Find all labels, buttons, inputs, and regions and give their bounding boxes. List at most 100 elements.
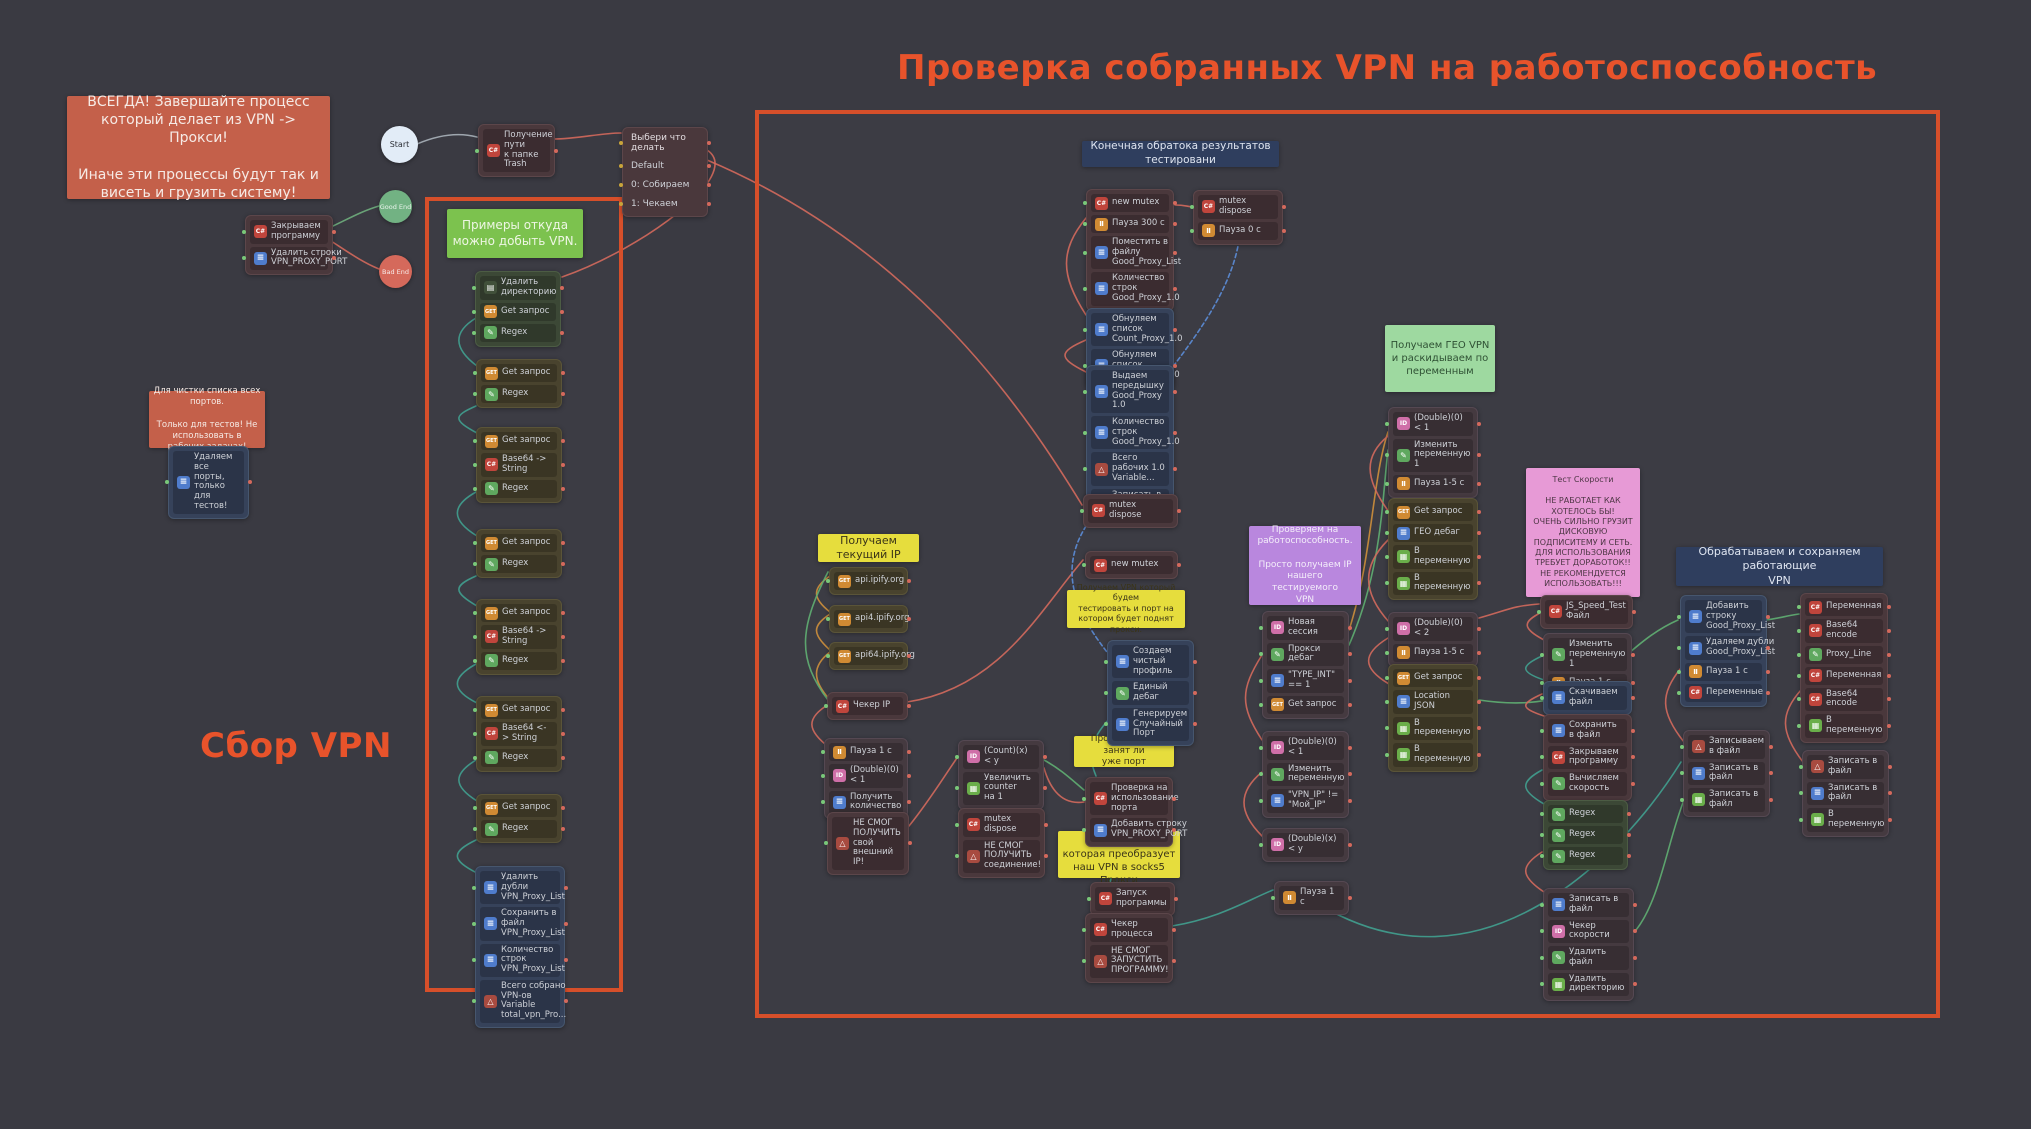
node-group-profile-port[interactable]: ≡Создаем чистый профиль✎Единый дебаг≡Ген… — [1104, 640, 1197, 747]
node-row-speed-cleanup-3[interactable]: ▦Удалить директорию — [1540, 972, 1637, 997]
node-group-process-checker[interactable]: C#Чекер процесса△НЕ СМОГ ЗАПУСТИТЬ ПРОГР… — [1082, 913, 1176, 983]
node-group-ip-checker[interactable]: C#Чекер IP — [824, 692, 911, 720]
node-group-launch-program[interactable]: C#Запуск программы — [1087, 882, 1178, 916]
node-row-save-left-write-2[interactable]: ▦Записать в файл — [1680, 788, 1773, 812]
node-row-speed-cleanup-0[interactable]: ≡Записать в файл — [1540, 893, 1637, 917]
node-row-collect-6-2[interactable]: ✎Regex — [473, 748, 565, 767]
node-row-profile-port-0[interactable]: ≡Создаем чистый профиль — [1104, 645, 1197, 679]
node-row-final-mutex-2[interactable]: ≡Поместить в файлу Good_Proxy_List — [1083, 236, 1181, 270]
node-row-process-checker-1[interactable]: △НЕ СМОГ ЗАПУСТИТЬ ПРОГРАММУ! — [1082, 944, 1176, 978]
node-row-collect-save-1[interactable]: ≡Сохранить в файл VPN_Proxy_List — [472, 907, 568, 941]
note-always[interactable]: ВСЕГДА! Завершайте процесс который делае… — [67, 94, 330, 201]
node-row-final-report-0[interactable]: ≡Выдаем передышку Good_Proxy 1.0 — [1083, 370, 1177, 414]
node-group-probe-3[interactable]: ID(Double)(x) < y — [1259, 828, 1352, 862]
node-group-speed-file[interactable]: C#JS_Speed_Test Файл — [1537, 595, 1636, 629]
node-group-mutex-dispose-2[interactable]: C#mutex dispose — [1080, 494, 1181, 528]
node-row-geo-1-1[interactable]: ✎Изменить переменную 1 — [1385, 438, 1481, 472]
node-row-speed-var-0[interactable]: ✎Изменить переменную 1 — [1540, 638, 1635, 672]
node-row-new-mutex-2-0[interactable]: C#new mutex — [1082, 556, 1181, 574]
node-group-trash-path[interactable]: C#Получение пути к папке Trash — [475, 124, 558, 178]
node-group-ip-fail[interactable]: △НЕ СМОГ ПОЛУЧИТЬ свой внешний IP! — [824, 812, 912, 875]
node-row-final-reset-0[interactable]: ≡Обнуляем список Count_Proxy_1.0 — [1083, 313, 1183, 347]
node-group-collect-save[interactable]: ≡Удалить дубли VPN_Proxy_List≡Сохранить … — [472, 866, 568, 1028]
node-row-collect-save-0[interactable]: ≡Удалить дубли VPN_Proxy_List — [472, 871, 568, 905]
node-row-final-mutex-3[interactable]: ≡Количество строк Good_Proxy_1.0 — [1083, 272, 1180, 306]
note-examples[interactable]: Примеры откуда можно добыть VPN. — [447, 209, 583, 258]
note-geo[interactable]: Получаем ГЕО VPN и раскидываем по переме… — [1385, 325, 1495, 392]
node-row-collect-5-2[interactable]: ✎Regex — [473, 651, 565, 670]
node-row-final-report-2[interactable]: △Всего рабочих 1.0 Variable... — [1083, 452, 1177, 486]
node-row-geo-2-3[interactable]: ▦В переменную — [1385, 571, 1481, 596]
node-group-mutex-fail[interactable]: C#mutex dispose△НЕ СМОГ ПОЛУЧИТЬ соедине… — [955, 808, 1048, 878]
node-row-mutex-fail-1[interactable]: △НЕ СМОГ ПОЛУЧИТЬ соединение! — [955, 839, 1048, 873]
node-row-delete-all-ports-0[interactable]: ≡Удаляем все порты, только для тестов! — [165, 451, 252, 514]
node-row-save-right-write-2[interactable]: ▦В переменную — [1799, 808, 1892, 832]
node-row-mutex-dispose-2-0[interactable]: C#mutex dispose — [1080, 499, 1181, 523]
circle-node-bad-end[interactable]: Bad End — [379, 255, 412, 288]
node-row-collect-1-2[interactable]: ✎Regex — [472, 323, 564, 342]
node-row-collect-save-3[interactable]: △Всего собрано VPN-ов Variable total_vpn… — [472, 979, 568, 1023]
node-row-save-left-0[interactable]: ≡Добавить строку Good_Proxy_List — [1677, 600, 1775, 634]
node-row-save-right-0[interactable]: C#Переменная — [1797, 598, 1891, 616]
node-row-geo-2-1[interactable]: ≡ГЕО дебаг — [1385, 524, 1481, 542]
node-row-port-check-0[interactable]: C#Проверка на использование порта — [1082, 782, 1179, 816]
node-row-geo-4-3[interactable]: ▦В переменную — [1385, 743, 1481, 767]
node-group-delete-all-ports[interactable]: ≡Удаляем все порты, только для тестов! — [165, 446, 252, 519]
node-row-profile-port-1[interactable]: ✎Единый дебаг — [1104, 681, 1197, 705]
node-row-final-mutex-0[interactable]: C#new mutex — [1083, 194, 1177, 212]
node-row-speed-save-1[interactable]: C#Закрываем программу — [1540, 745, 1635, 770]
node-row-port-check-1[interactable]: ≡Добавить строку VPN_PROXY_PORT — [1082, 818, 1187, 842]
node-row-speed-file-0[interactable]: C#JS_Speed_Test Файл — [1537, 600, 1636, 624]
node-row-save-right-5[interactable]: ▦В переменную — [1797, 714, 1891, 738]
node-group-save-left-write[interactable]: △Записываем в файл≡Записать в файл▦Запис… — [1680, 730, 1773, 817]
node-row-speed-regex-1[interactable]: ✎Regex — [1540, 826, 1631, 844]
note-vpn-and-port[interactable]: Получаем VPN который будем тестировать и… — [1067, 583, 1185, 634]
node-group-probe-2[interactable]: ID(Double)(0) < 1✎Изменить переменную≡"V… — [1259, 731, 1352, 818]
node-row-speed-save-0[interactable]: ≡Сохранить в файл — [1540, 719, 1635, 743]
node-row-launch-program-0[interactable]: C#Запуск программы — [1087, 887, 1178, 911]
node-row-mutex-fail-0[interactable]: C#mutex dispose — [955, 813, 1048, 837]
node-row-speed-regex-2[interactable]: ✎Regex — [1540, 847, 1631, 865]
node-row-save-left-1[interactable]: ≡Удаляем дубли Good_Proxy_List — [1677, 636, 1775, 660]
node-row-speed-cleanup-2[interactable]: ✎Удалить файл — [1540, 946, 1637, 970]
node-group-port-check[interactable]: C#Проверка на использование порта≡Добави… — [1082, 777, 1187, 847]
node-row-switch-what-to-do-0[interactable]: Выбери что делать — [619, 132, 711, 155]
node-row-geo-4-2[interactable]: ▦В переменную — [1385, 716, 1481, 741]
node-row-speed-save-2[interactable]: ✎Вычисляем скорость — [1540, 772, 1635, 796]
node-row-switch-what-to-do-3[interactable]: 1: Чекаем — [619, 196, 711, 212]
node-row-probe-1-1[interactable]: ✎Прокси дебаг — [1259, 642, 1352, 667]
node-row-collect-7-1[interactable]: ✎Regex — [473, 820, 565, 838]
node-row-profile-port-2[interactable]: ≡Генерируем Случайный Порт — [1104, 707, 1197, 742]
node-row-save-left-3[interactable]: C#Переменные — [1677, 683, 1770, 702]
node-row-probe-2-2[interactable]: ≡"VPN_IP" != "Мой_IP" — [1259, 789, 1352, 813]
